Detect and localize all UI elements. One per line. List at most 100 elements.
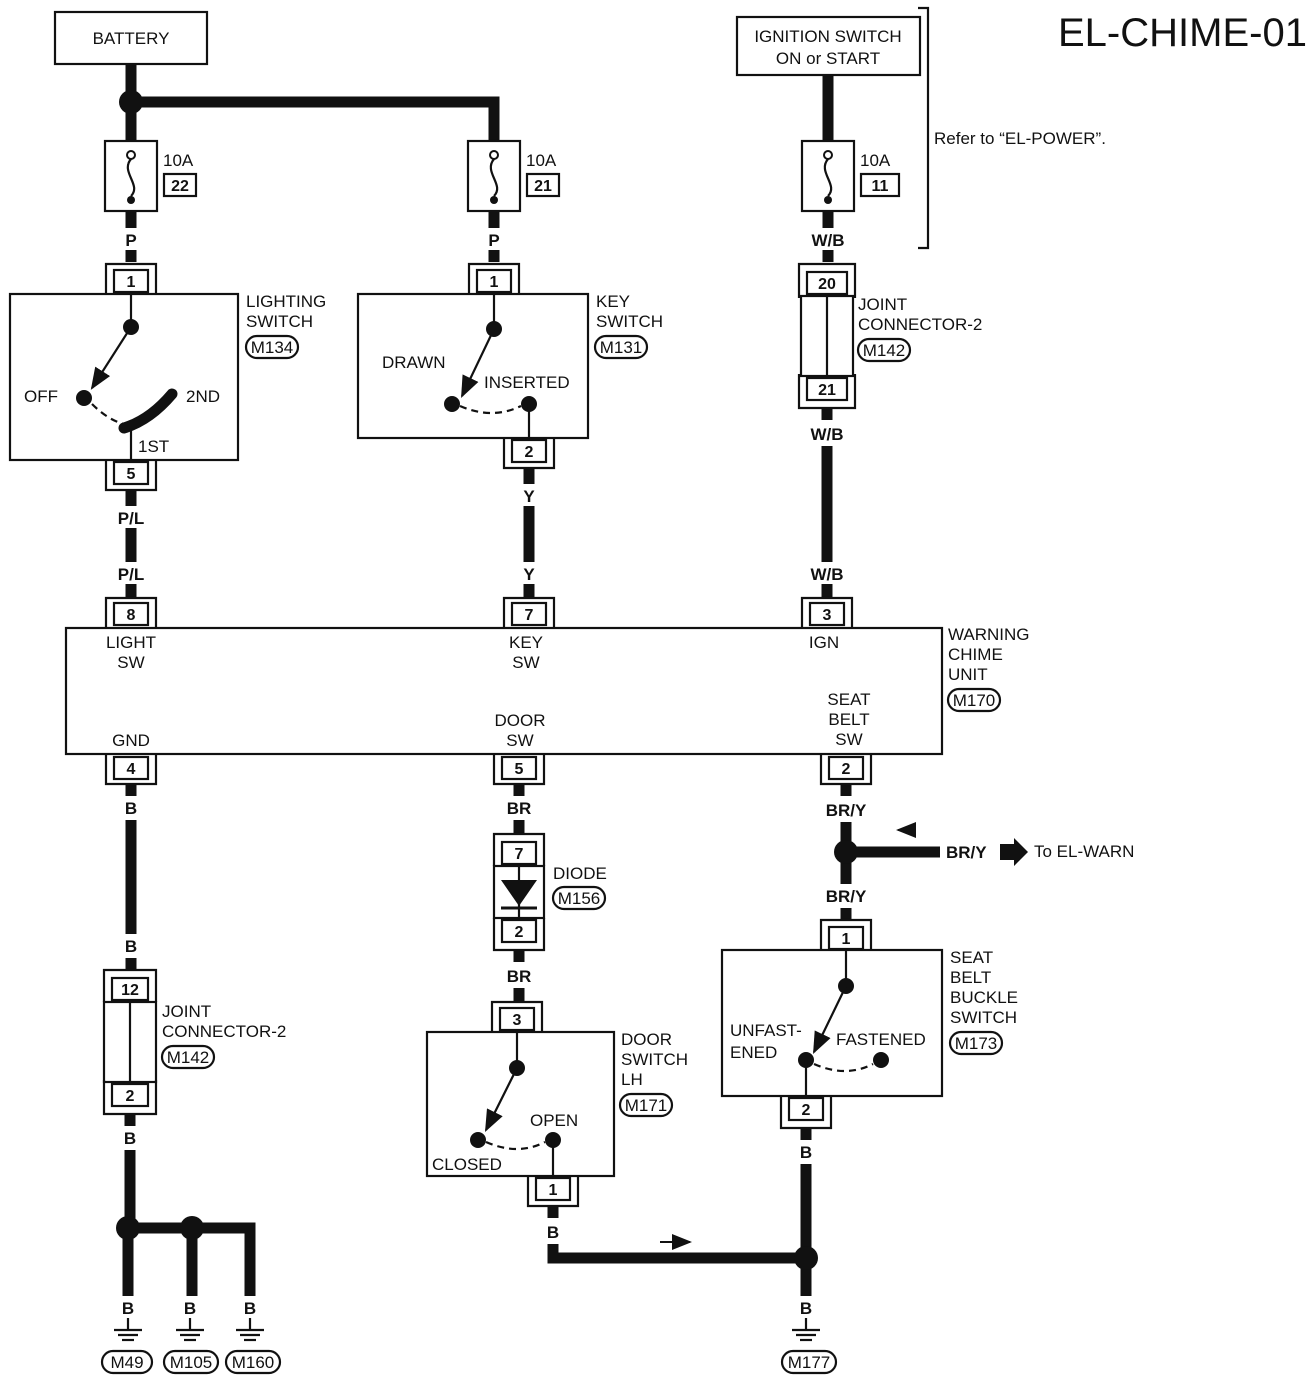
pos-unfastened: UNFAST- [730, 1021, 802, 1040]
connector-id: M170 [953, 691, 996, 710]
pin-number: 8 [127, 607, 136, 624]
pos-fastened: FASTENED [836, 1030, 926, 1049]
ground-symbol: M105 [162, 1318, 220, 1375]
ground-symbol: M49 [100, 1318, 154, 1375]
pin-number: 3 [513, 1012, 522, 1029]
connector-id: M131 [600, 338, 643, 357]
component-name: SWITCH [621, 1050, 688, 1069]
wire-color: Y [523, 487, 535, 506]
wire-color: BR [507, 799, 532, 818]
pin-number: 2 [126, 1088, 135, 1105]
ground-symbol: M177 [780, 1318, 838, 1375]
power-bracket [918, 6, 930, 250]
fuse-22: 10A 22 [103, 139, 198, 213]
wire-color: W/B [810, 565, 843, 584]
battery-label: BATTERY [93, 29, 170, 48]
wire-color: BR/Y [826, 887, 867, 906]
wire-color: BR [507, 967, 532, 986]
pin-label: DOOR [495, 711, 546, 730]
ground-id: M49 [110, 1353, 143, 1372]
pin-number: 2 [802, 1102, 811, 1119]
component-name: CONNECTOR-2 [858, 315, 982, 334]
arrow-right-icon [1000, 838, 1028, 866]
key-switch: 1 DRAWN INSERTED 2 KEY SWITCH M131 [356, 262, 663, 470]
wire-color: B [244, 1299, 256, 1318]
pin-number: 7 [515, 846, 524, 863]
pin-number: 1 [549, 1182, 558, 1199]
pin-label: KEY [509, 633, 543, 652]
pin-number: 2 [525, 444, 534, 461]
component-name: DIODE [553, 864, 607, 883]
wire-color: B [122, 1299, 134, 1318]
pin-label: SW [506, 731, 533, 750]
component-name: DOOR [621, 1030, 672, 1049]
lighting-switch: 1 OFF 2ND 1ST 5 LIGHTING SWITCH M134 [8, 262, 326, 492]
component-name: KEY [596, 292, 630, 311]
connector-id: M173 [955, 1034, 998, 1053]
component-name: CHIME [948, 645, 1003, 664]
pos-closed: CLOSED [432, 1155, 502, 1174]
pin-label: LIGHT [106, 633, 156, 652]
component-name: JOINT [162, 1002, 211, 1021]
pin-number: 1 [842, 931, 851, 948]
pin-number: 12 [121, 982, 139, 999]
ignition-switch-box [735, 15, 922, 77]
component-name: SWITCH [246, 312, 313, 331]
wire-door-to-ground [547, 1244, 806, 1264]
component-name: JOINT [858, 295, 907, 314]
pin-number: 21 [818, 382, 836, 399]
wire-color: Y [523, 565, 535, 584]
diode-icon [501, 880, 537, 906]
fuse-21: 10A 21 [466, 139, 561, 213]
ground-id: M177 [788, 1353, 831, 1372]
wire-color: BR/Y [946, 843, 987, 862]
wire-color: B [547, 1223, 559, 1242]
wire-color: B [800, 1299, 812, 1318]
door-switch-lh: 3 CLOSED OPEN 1 DOOR SWITCH LH M171 [425, 1000, 688, 1208]
pos-drawn: DRAWN [382, 353, 446, 372]
pin-number: 1 [127, 274, 136, 291]
wire-color: W/B [810, 425, 843, 444]
wire-color: B [124, 1129, 136, 1148]
ground-id: M105 [170, 1353, 213, 1372]
pin-label: IGN [809, 633, 839, 652]
pin-number: 4 [127, 761, 136, 778]
fuse-rating: 10A [860, 151, 891, 170]
pin-label: GND [112, 731, 150, 750]
warning-chime-unit: 8 7 3 LIGHT SW KEY SW IGN GND DOOR SW SE… [64, 596, 1030, 786]
to-el-warn: To EL-WARN [1034, 842, 1134, 861]
component-name: SEAT [950, 948, 993, 967]
refer-note: Refer to “EL-POWER”. [934, 129, 1106, 148]
connector-id: M142 [167, 1048, 210, 1067]
connector-id: M171 [625, 1096, 668, 1115]
pin-number: 5 [515, 761, 524, 778]
pin-number: 1 [490, 274, 499, 291]
wire-color: W/B [811, 231, 844, 250]
component-name: UNIT [948, 665, 988, 684]
component-name: LH [621, 1070, 643, 1089]
splice-ground-right [794, 1246, 818, 1270]
pin-number: 7 [525, 607, 534, 624]
pin-number: 3 [823, 607, 832, 624]
component-name: SWITCH [596, 312, 663, 331]
fuse-number: 22 [171, 178, 189, 195]
pin-label: SEAT [827, 690, 870, 709]
connector-id: M156 [558, 889, 601, 908]
diode: 7 2 DIODE M156 [492, 832, 607, 952]
fuse-11: 10A 11 [800, 139, 901, 213]
pos-inserted: INSERTED [484, 373, 570, 392]
ground-symbol: M160 [224, 1318, 282, 1375]
joint-connector-top: 20 21 JOINT CONNECTOR-2 M142 [797, 262, 982, 410]
seat-belt-buckle-switch: 1 UNFAST- ENED FASTENED 2 SEAT BELT BUCK… [720, 918, 1018, 1130]
wire-color: P [125, 231, 136, 250]
wire-color: BR/Y [826, 801, 867, 820]
pin-label: SW [117, 653, 144, 672]
ignition-label-2: ON or START [776, 49, 880, 68]
pos-1st: 1ST [138, 437, 169, 456]
wire-color: P/L [118, 509, 144, 528]
wire-color: P [488, 231, 499, 250]
component-name: WARNING [948, 625, 1030, 644]
pin-label: BELT [828, 710, 869, 729]
wire-battery-to-fuse21 [131, 96, 500, 145]
joint-connector-bottom: 12 2 JOINT CONNECTOR-2 M142 [102, 968, 286, 1116]
